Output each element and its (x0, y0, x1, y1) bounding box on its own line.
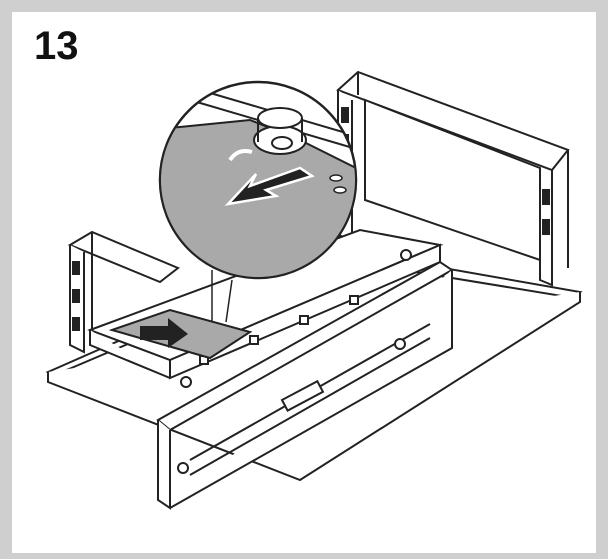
zoom-detail-callout (158, 80, 358, 280)
step-number: 13 (34, 24, 79, 68)
left-mounting-bracket (67, 230, 180, 354)
front-control-rail (156, 260, 454, 510)
arrow-down-left-icon (224, 166, 315, 206)
slide-arrow-icon (140, 318, 188, 348)
callout-leader (211, 270, 233, 323)
